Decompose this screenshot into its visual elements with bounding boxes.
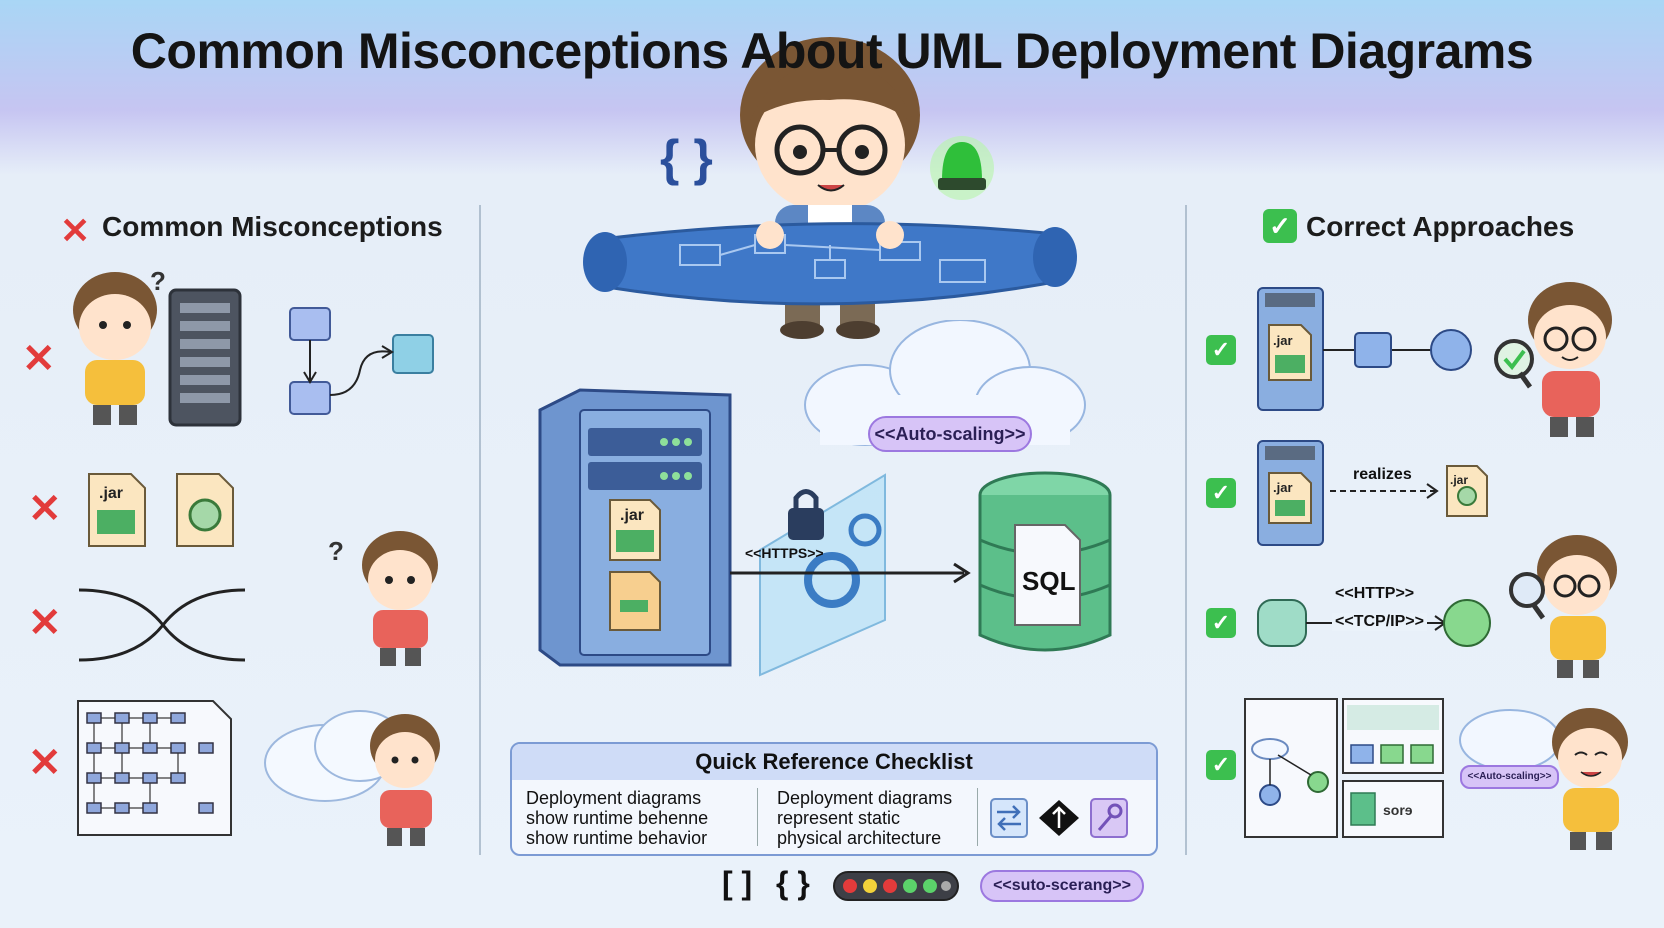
check-icon: ✓ (1263, 209, 1297, 243)
wrong-icon: ✕ (60, 210, 91, 251)
status-lights (833, 871, 959, 901)
jar-label-right-2: .jar (1273, 480, 1293, 495)
store-label: sorɘ (1383, 802, 1413, 818)
checklist-divider (757, 788, 758, 846)
autoscaling-stereotype: <<Auto-scaling>> (868, 416, 1032, 452)
check-mark-2: ✓ (1206, 478, 1236, 508)
confused-kid-with-server: ? (73, 266, 242, 427)
right-divider (1185, 205, 1187, 855)
question-mark-2: ? (328, 536, 344, 566)
footer-braces: { } (776, 865, 810, 901)
realizes-diagram: .jar .jar (1257, 440, 1488, 546)
tcpip-label: <<TCP/IP>> (1332, 613, 1427, 631)
node-with-artifact-diagram: .jar (1257, 287, 1472, 411)
wrong-mark-3: ✕ (28, 601, 62, 645)
wrong-mark-4: ✕ (28, 741, 62, 785)
right-header: Correct Approaches (1306, 211, 1575, 242)
cloud-kid-autoscaling (1459, 708, 1628, 850)
footer-brackets: [ ] (722, 865, 753, 901)
messy-diagram (77, 700, 232, 836)
check-mark-3: ✓ (1206, 608, 1236, 638)
braces-decor: { } (660, 130, 713, 186)
checklist-col1-line-1: Deployment diagrams (526, 788, 702, 808)
left-divider (479, 205, 481, 855)
jar-label-right-3: .jar (1450, 473, 1468, 487)
checklist-col-1: Deployment diagrams show runtime behenne… (526, 788, 708, 848)
wrong-mark-2: ✕ (28, 487, 62, 531)
checklist-icons (990, 798, 1128, 838)
protocol-diagram (1257, 599, 1491, 647)
autoscaling-small-pill: <<Auto-scaling>> (1460, 765, 1559, 789)
deployment-diagram: .jar <<HTTPS>> SQL (538, 320, 1112, 677)
checklist-col2-line-1: Deployment diagrams (777, 788, 953, 808)
composite-diagram: sorɘ (1244, 698, 1444, 838)
wrong-mark-1: ✕ (22, 337, 56, 381)
crossed-lines (78, 588, 246, 662)
checklist-col2-line-2: represent static (777, 808, 901, 828)
checklist-col1-line-3: show runtime behavior (526, 828, 708, 848)
checklist-divider-2 (977, 788, 978, 846)
jar-label-right-1: .jar (1273, 333, 1293, 348)
check-mark-4: ✓ (1206, 750, 1236, 780)
https-label: <<HTTPS>> (745, 545, 824, 561)
page-title: Common Misconceptions About UML Deployme… (130, 23, 1534, 79)
quick-reference-checklist: Quick Reference Checklist Deployment dia… (510, 742, 1158, 856)
jar-file-icons: .jar (88, 473, 234, 547)
checklist-col1-line-2: show runtime behenne (526, 808, 709, 828)
realizes-label: realizes (1353, 466, 1412, 483)
question-mark: ? (150, 266, 166, 296)
footer-stereotype-pill: <<suto-scerang>> (980, 870, 1144, 902)
flow-boxes-diagram (289, 307, 434, 415)
db-label: SQL (1022, 566, 1076, 596)
http-label: <<HTTP>> (1335, 585, 1415, 602)
jar-label-center: .jar (620, 507, 644, 524)
checklist-col2-line-3: physical architecture (777, 828, 942, 848)
kid-with-magnifier (1509, 535, 1617, 678)
checklist-col-2: Deployment diagrams represent static phy… (777, 788, 952, 848)
character-with-blueprint: { } (583, 37, 1077, 339)
checklist-title: Quick Reference Checklist (512, 744, 1156, 780)
confused-kid-2: ? (328, 531, 438, 666)
check-mark-1: ✓ (1206, 335, 1236, 365)
jar-label-left: .jar (99, 485, 123, 502)
left-header: Common Misconceptions (102, 211, 443, 242)
cloud-with-kid (264, 710, 440, 846)
happy-kid-magnifier (1494, 282, 1612, 437)
